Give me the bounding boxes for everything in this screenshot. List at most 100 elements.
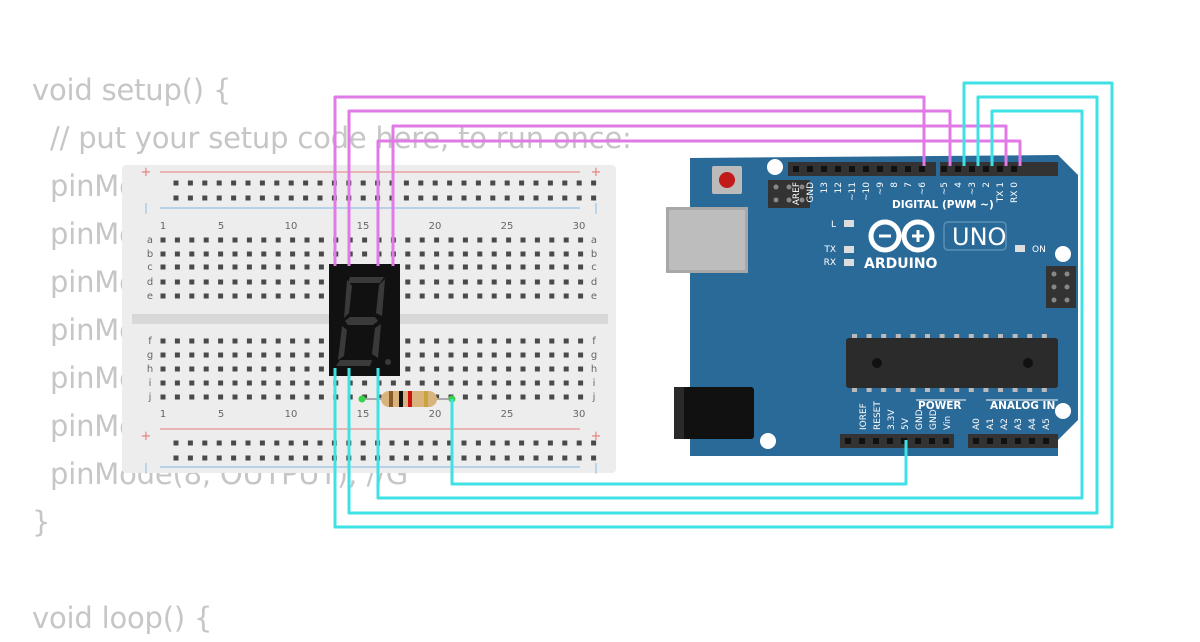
breadboard-hole[interactable] [534,279,540,285]
breadboard-hole[interactable] [506,380,512,386]
breadboard-hole[interactable] [246,380,252,386]
breadboard-hole[interactable] [246,237,252,243]
breadboard-hole[interactable] [174,293,180,299]
rail-hole[interactable] [547,180,553,186]
breadboard-hole[interactable] [419,264,425,270]
breadboard-hole[interactable] [218,338,224,344]
breadboard-hole[interactable] [174,380,180,386]
breadboard-hole[interactable] [462,237,468,243]
rail-hole[interactable] [403,455,409,461]
breadboard-hole[interactable] [520,338,526,344]
rail-hole[interactable] [245,180,251,186]
breadboard-hole[interactable] [160,279,166,285]
rail-hole[interactable] [216,455,222,461]
bottom-pin-holes[interactable] [845,438,1049,444]
power-pin-hole[interactable] [859,438,865,444]
rail-hole[interactable] [245,440,251,446]
rail-hole[interactable] [519,195,525,201]
rail-hole[interactable] [303,180,309,186]
breadboard-hole[interactable] [160,338,166,344]
rail-hole[interactable] [576,455,582,461]
digital-pin-hole[interactable] [807,166,813,172]
breadboard-hole[interactable] [405,279,411,285]
breadboard-hole[interactable] [174,251,180,257]
breadboard-hole[interactable] [290,394,296,400]
rail-hole[interactable] [360,440,366,446]
rail-hole[interactable] [533,195,539,201]
digital-pin-hole[interactable] [821,166,827,172]
rail-hole[interactable] [259,440,265,446]
reset-button-cap[interactable] [719,172,735,188]
breadboard-hole[interactable] [534,380,540,386]
rail-hole[interactable] [245,195,251,201]
rail-hole[interactable] [245,455,251,461]
rail-hole[interactable] [475,440,481,446]
analog-pin-hole[interactable] [1043,438,1049,444]
breadboard-hole[interactable] [232,352,238,358]
wires[interactable] [333,81,1114,529]
rail-hole[interactable] [259,180,265,186]
breadboard-hole[interactable] [462,251,468,257]
breadboard-hole[interactable] [506,293,512,299]
breadboard-hole[interactable] [246,264,252,270]
breadboard-hole[interactable] [563,366,569,372]
breadboard-hole[interactable] [174,366,180,372]
rail-hole[interactable] [447,440,453,446]
rail-hole[interactable] [562,180,568,186]
rail-hole[interactable] [475,195,481,201]
breadboard-hole[interactable] [434,237,440,243]
breadboard-hole[interactable] [189,293,195,299]
breadboard-hole[interactable] [405,237,411,243]
rail-hole[interactable] [202,440,208,446]
rail-hole[interactable] [533,455,539,461]
breadboard-hole[interactable] [189,264,195,270]
analog-pin-hole[interactable] [1029,438,1035,444]
breadboard-hole[interactable] [534,251,540,257]
wire-pink-pin3[interactable] [391,124,1008,266]
rail-hole[interactable] [461,195,467,201]
breadboard-hole[interactable] [246,366,252,372]
breadboard-hole[interactable] [534,264,540,270]
rail-hole[interactable] [504,180,510,186]
breadboard-hole[interactable] [448,293,454,299]
breadboard-hole[interactable] [534,237,540,243]
breadboard-hole[interactable] [563,264,569,270]
breadboard-hole[interactable] [462,293,468,299]
breadboard-hole[interactable] [261,338,267,344]
breadboard-hole[interactable] [578,251,584,257]
breadboard-hole[interactable] [218,380,224,386]
rail-hole[interactable] [519,455,525,461]
rail-hole[interactable] [360,455,366,461]
breadboard-hole[interactable] [261,237,267,243]
breadboard-hole[interactable] [405,352,411,358]
rail-hole[interactable] [533,440,539,446]
breadboard-hole[interactable] [419,338,425,344]
breadboard-hole[interactable] [290,279,296,285]
rail-hole[interactable] [173,440,179,446]
breadboard-hole[interactable] [318,293,324,299]
rail-hole[interactable] [461,440,467,446]
digital-pin-hole[interactable] [835,166,841,172]
code-line[interactable]: void setup() { [32,73,232,107]
breadboard-hole[interactable] [218,352,224,358]
analog-pin-hole[interactable] [987,438,993,444]
breadboard-hole[interactable] [189,251,195,257]
breadboard-hole[interactable] [275,394,281,400]
code-line[interactable]: } [32,505,51,539]
breadboard-hole[interactable] [174,264,180,270]
rail-hole[interactable] [591,455,597,461]
rail-hole[interactable] [562,195,568,201]
rail-hole[interactable] [591,440,597,446]
breadboard-hole[interactable] [218,366,224,372]
seven-segment-display[interactable] [329,264,400,376]
breadboard-hole[interactable] [203,394,209,400]
breadboard-hole[interactable] [434,366,440,372]
rail-hole[interactable] [533,180,539,186]
breadboard-hole[interactable] [405,366,411,372]
breadboard-hole[interactable] [578,293,584,299]
breadboard-hole[interactable] [261,279,267,285]
rail-hole[interactable] [576,180,582,186]
breadboard-hole[interactable] [462,338,468,344]
rail-hole[interactable] [576,440,582,446]
wire-cyan-5v[interactable] [450,399,908,486]
